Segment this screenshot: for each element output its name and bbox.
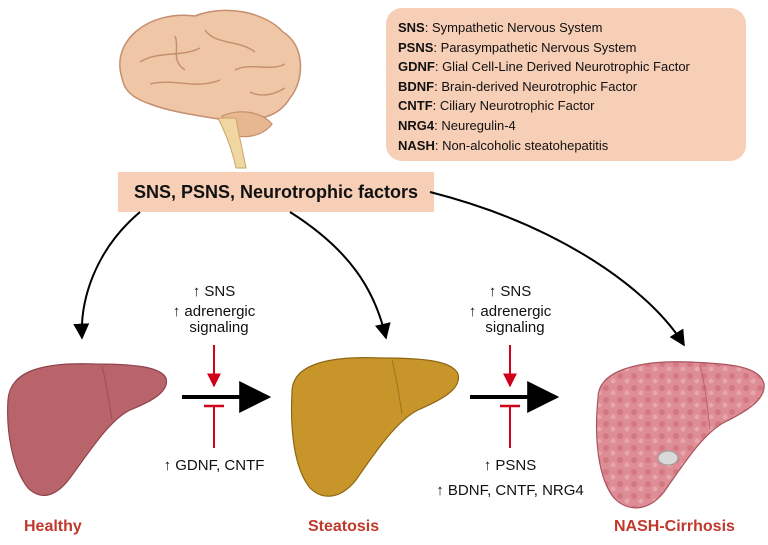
legend-item: BDNF: Brain-derived Neurotrophic Factor xyxy=(398,78,638,94)
cirrhotic-liver xyxy=(595,361,765,509)
steatosis-liver xyxy=(290,357,460,497)
center-box xyxy=(118,172,434,212)
t1-signaling: signaling xyxy=(189,319,249,336)
legend-box xyxy=(386,8,746,161)
legend-list: SNS: Sympathetic Nervous System PSNS: Pa… xyxy=(398,18,690,155)
stage-nash-cirrhosis: NASH-Cirrhosis xyxy=(614,518,735,535)
t1-down-gdnf-cntf: ↑ GDNF, CNTF xyxy=(163,457,265,474)
stage-steatosis: Steatosis xyxy=(308,518,380,535)
legend-item: PSNS: Parasympathetic Nervous System xyxy=(398,39,637,55)
healthy-liver xyxy=(7,363,168,496)
t2-up-adrenergic: ↑ adrenergic xyxy=(468,303,552,320)
center-label: SNS, PSNS, Neurotrophic factors xyxy=(133,182,419,202)
arrow-to-steatosis xyxy=(289,211,391,340)
legend-item: CNTF: Ciliary Neurotrophic Factor xyxy=(398,98,595,114)
legend-item: NRG4: Neuregulin-4 xyxy=(398,117,516,133)
brain-illustration xyxy=(119,9,302,169)
legend-item: NASH: Non-alcoholic steatohepatitis xyxy=(398,137,609,153)
t2-down-psns: ↑ PSNS xyxy=(483,457,537,474)
t1-up-adrenergic: ↑ adrenergic xyxy=(172,303,256,320)
arrow-to-nash xyxy=(429,191,685,347)
t2-signaling: signaling xyxy=(485,319,545,336)
t2-down-bdnf-cntf-nrg4: ↑ BDNF, CNTF, NRG4 xyxy=(436,482,584,499)
legend-item: GDNF: Glial Cell-Line Derived Neurotroph… xyxy=(398,59,690,75)
t1-up-sns: ↑ SNS xyxy=(192,283,236,300)
stage-healthy: Healthy xyxy=(24,518,82,535)
t2-up-sns: ↑ SNS xyxy=(488,283,532,300)
arrow-to-healthy xyxy=(73,211,141,340)
legend-item: SNS: Sympathetic Nervous System xyxy=(398,20,603,35)
